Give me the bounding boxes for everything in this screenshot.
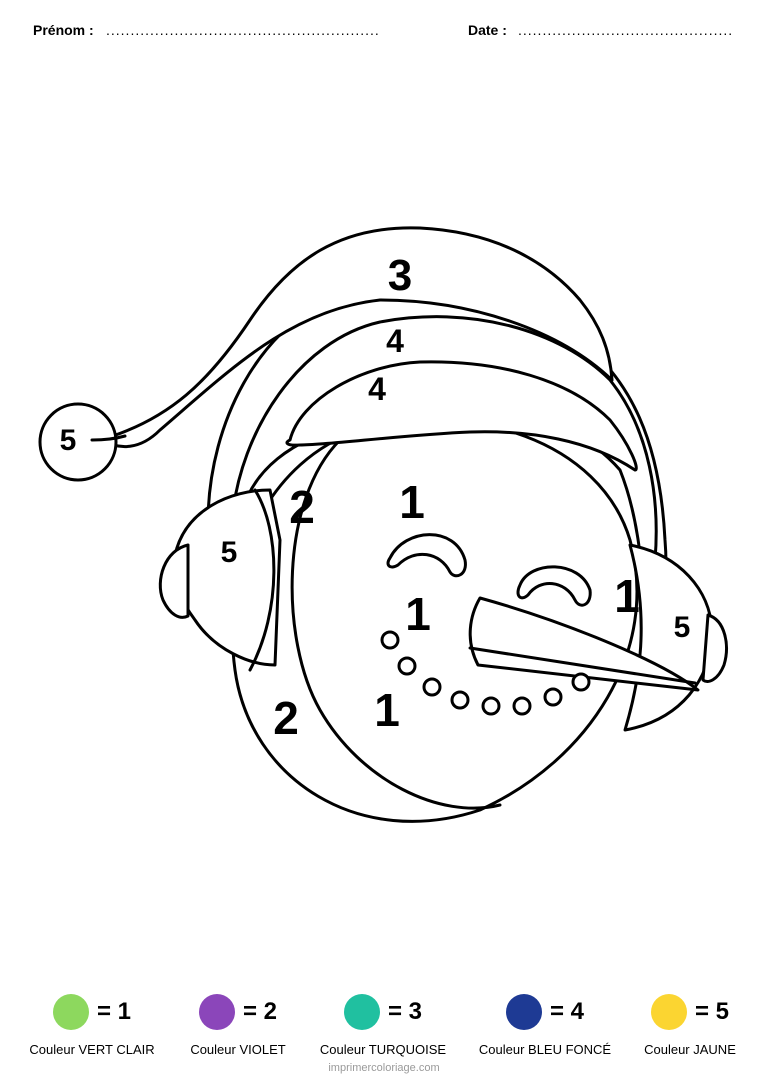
mouth-dot bbox=[543, 687, 563, 707]
legend-item: = 4 Couleur BLEU FONCÉ bbox=[470, 990, 620, 1057]
face-inner-line bbox=[290, 438, 502, 810]
legend-label: Couleur JAUNE bbox=[644, 1042, 736, 1057]
earmuff-left-rim bbox=[248, 488, 276, 672]
number-hat-top: 3 bbox=[388, 251, 412, 300]
hat-band-line bbox=[230, 315, 658, 562]
legend-value: = 3 bbox=[387, 998, 423, 1025]
date-field-dots: ........................................… bbox=[518, 22, 734, 38]
color-swatch bbox=[198, 994, 235, 1030]
color-swatch bbox=[505, 994, 542, 1030]
legend-label: Couleur VIOLET bbox=[190, 1042, 286, 1057]
legend-item: = 2 Couleur VIOLET bbox=[163, 990, 313, 1057]
legend-value: = 1 bbox=[96, 998, 132, 1025]
number-earmuff-right: 5 bbox=[674, 611, 691, 644]
site-credit: imprimercoloriage.com bbox=[328, 1062, 440, 1074]
number-hat-band-lower: 4 bbox=[368, 371, 386, 407]
date-label: Date : bbox=[468, 22, 507, 38]
worksheet-header: Prénom : ...............................… bbox=[0, 20, 768, 44]
color-legend: = 1 Couleur VERT CLAIR = 2 Couleur VIOLE… bbox=[0, 990, 768, 1060]
legend-item: = 3 Couleur TURQUOISE bbox=[308, 990, 458, 1057]
mouth-dot bbox=[450, 690, 470, 710]
number-face-left-upper: 2 bbox=[289, 481, 315, 533]
hat-band-stripe bbox=[285, 360, 638, 472]
legend-label: Couleur BLEU FONCÉ bbox=[478, 1042, 612, 1057]
number-face-upper: 1 bbox=[399, 476, 425, 528]
legend-item: = 5 Couleur JAUNE bbox=[615, 990, 765, 1057]
legend-item: = 1 Couleur VERT CLAIR bbox=[17, 990, 167, 1057]
number-pompom: 5 bbox=[60, 424, 77, 457]
earmuff-left-cup bbox=[158, 543, 190, 619]
mouth-dot bbox=[512, 696, 532, 716]
pompom-curl bbox=[90, 434, 127, 442]
legend-label: Couleur TURQUOISE bbox=[319, 1042, 447, 1057]
number-face-right: 1 bbox=[614, 570, 640, 622]
name-field-dots: ........................................… bbox=[106, 22, 380, 38]
color-swatch bbox=[650, 994, 687, 1030]
carrot-nose-line bbox=[468, 646, 697, 685]
hat-tip bbox=[98, 226, 614, 449]
legend-value: = 2 bbox=[242, 998, 278, 1025]
mouth-dot bbox=[481, 696, 501, 716]
earmuff-right-cup bbox=[701, 613, 728, 683]
number-face-middle: 1 bbox=[405, 588, 431, 640]
mouth-dot bbox=[380, 630, 400, 650]
eye-left bbox=[386, 533, 467, 578]
carrot-nose bbox=[468, 596, 700, 692]
eye-right bbox=[516, 565, 592, 607]
legend-value: = 5 bbox=[694, 998, 730, 1025]
color-swatch bbox=[52, 994, 89, 1030]
number-face-lower: 1 bbox=[374, 684, 400, 736]
number-face-left-lower: 2 bbox=[273, 692, 299, 744]
number-earmuff-left: 5 bbox=[221, 536, 238, 569]
snowman-coloring-drawing: 5 3 4 4 5 5 2 2 1 1 1 1 bbox=[38, 226, 728, 823]
mouth-dot bbox=[571, 672, 591, 692]
legend-value: = 4 bbox=[549, 998, 585, 1025]
mouth-dot bbox=[397, 656, 417, 676]
name-label: Prénom : bbox=[33, 22, 94, 38]
color-swatch bbox=[343, 994, 380, 1030]
number-hat-band-upper: 4 bbox=[386, 323, 404, 359]
mouth-dot bbox=[422, 677, 442, 697]
pompom bbox=[38, 402, 118, 482]
legend-label: Couleur VERT CLAIR bbox=[29, 1042, 155, 1057]
